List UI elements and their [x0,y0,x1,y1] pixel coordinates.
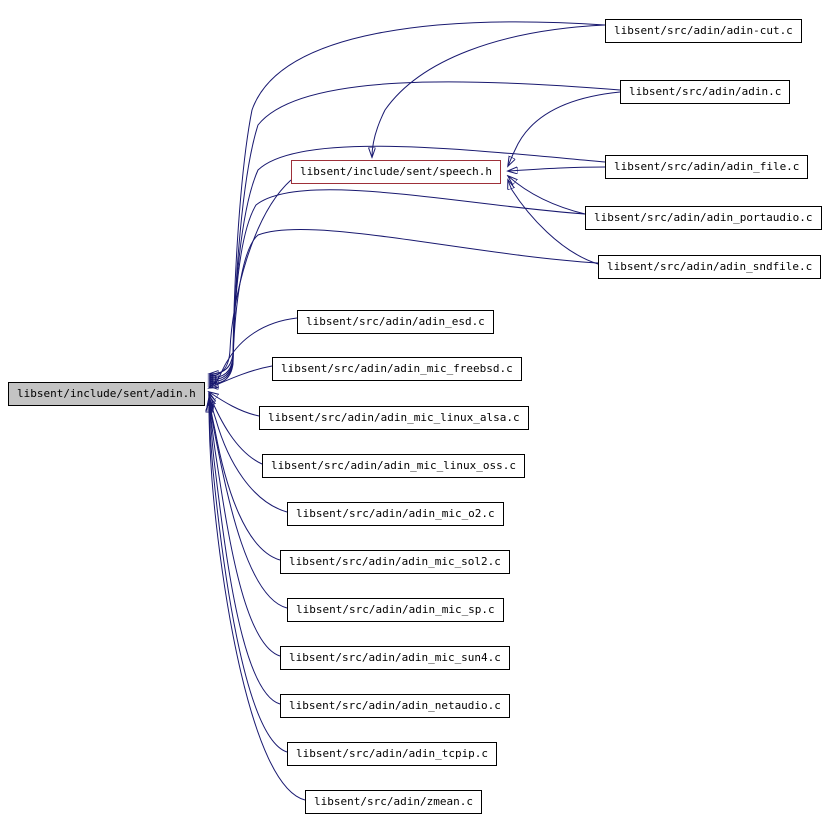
node-adin_mic_freebsd_c[interactable]: libsent/src/adin/adin_mic_freebsd.c [272,357,522,381]
edge-adin_mic_sun4_c-to-adin_h [209,400,281,657]
edge-adin_mic_sp_c-to-adin_h [209,399,288,609]
node-adin_mic_o2_c[interactable]: libsent/src/adin/adin_mic_o2.c [287,502,504,526]
edge-adin_netaudio_c-to-adin_h [209,401,281,705]
node-adin_mic_sun4_c[interactable]: libsent/src/adin/adin_mic_sun4.c [280,646,510,670]
edge-adin_mic_linux_alsa_c-to-adin_h [209,392,260,417]
node-adin_mic_linux_alsa_c[interactable]: libsent/src/adin/adin_mic_linux_alsa.c [259,406,529,430]
node-adin_c[interactable]: libsent/src/adin/adin.c [620,80,791,104]
edge-adin_mic_linux_oss_c-to-adin_h [209,394,263,465]
edge-adin_cut_c-to-adin_h [209,21,606,374]
edge-adin_portaudio_c-to-speech_h [508,176,586,215]
node-adin_mic_sp_c[interactable]: libsent/src/adin/adin_mic_sp.c [287,598,504,622]
node-adin_h[interactable]: libsent/include/sent/adin.h [8,382,205,406]
edges [209,21,621,801]
node-adin_sndfile_c[interactable]: libsent/src/adin/adin_sndfile.c [598,255,822,279]
node-adin_netaudio_c[interactable]: libsent/src/adin/adin_netaudio.c [280,694,510,718]
edge-adin_file_c-to-speech_h [508,167,606,171]
node-adin_cut_c[interactable]: libsent/src/adin/adin-cut.c [605,19,802,43]
edge-adin_portaudio_c-to-adin_h [209,189,586,382]
node-adin_portaudio_c[interactable]: libsent/src/adin/adin_portaudio.c [585,206,822,230]
edge-adin_mic_freebsd_c-to-adin_h [209,365,273,388]
edge-speech_h-to-adin_h [209,179,292,376]
edge-adin_c-to-speech_h [508,91,621,166]
node-adin_tcpip_c[interactable]: libsent/src/adin/adin_tcpip.c [287,742,498,766]
edge-adin_sndfile_c-to-speech_h [508,180,599,265]
edge-zmean_c-to-adin_h [209,403,306,801]
edge-adin_sndfile_c-to-adin_h [209,228,599,384]
node-zmean_c[interactable]: libsent/src/adin/zmean.c [305,790,482,814]
node-adin_esd_c[interactable]: libsent/src/adin/adin_esd.c [297,310,494,334]
node-speech_h[interactable]: libsent/include/sent/speech.h [291,160,502,184]
node-adin_mic_sol2_c[interactable]: libsent/src/adin/adin_mic_sol2.c [280,550,510,574]
node-adin_mic_linux_oss_c[interactable]: libsent/src/adin/adin_mic_linux_oss.c [262,454,526,478]
node-adin_file_c[interactable]: libsent/src/adin/adin_file.c [605,155,809,179]
edge-adin_cut_c-to-speech_h [372,24,606,157]
